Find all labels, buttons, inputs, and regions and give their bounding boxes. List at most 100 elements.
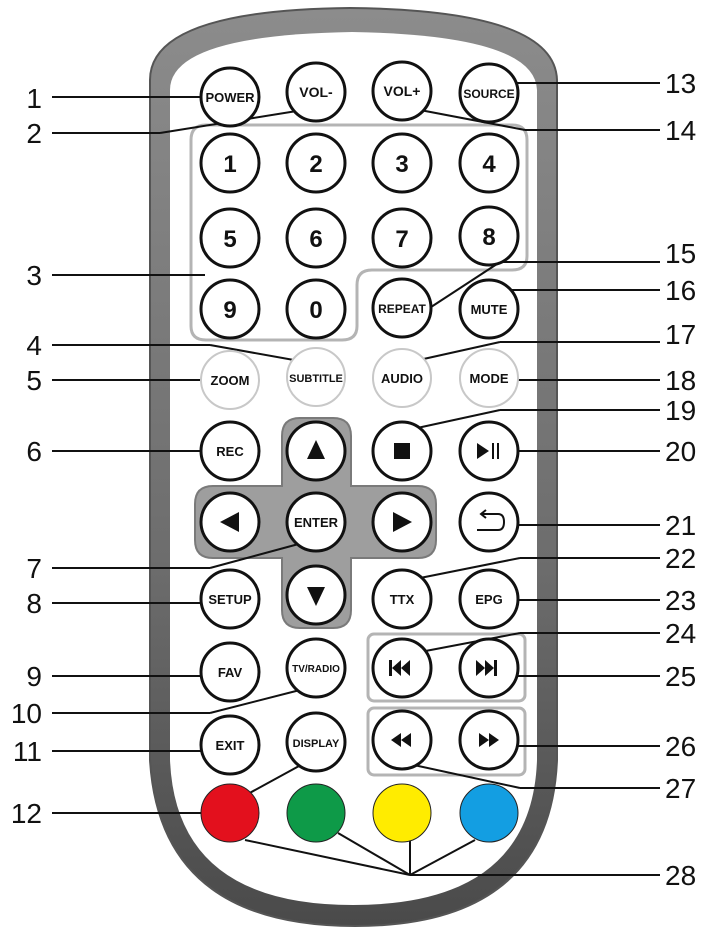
digit-2-label: 2 (309, 151, 322, 178)
previous-track-button[interactable] (371, 637, 433, 699)
stop-button[interactable] (371, 420, 433, 482)
digit-6-label: 6 (309, 226, 322, 253)
repeat-button[interactable]: REPEAT (371, 277, 433, 339)
digit-1-button[interactable]: 1 (199, 132, 261, 194)
callout-23: 23 (665, 585, 696, 616)
digit-9-button[interactable]: 9 (199, 278, 261, 340)
callout-15: 15 (665, 238, 696, 269)
callout-6: 6 (26, 436, 42, 467)
digit-8-label: 8 (482, 224, 495, 251)
down-arrow-button[interactable] (285, 564, 347, 626)
callout-22: 22 (665, 543, 696, 574)
blue-key-button[interactable] (459, 783, 519, 843)
callout-26: 26 (665, 731, 696, 762)
enter-button[interactable]: ENTER (285, 491, 347, 553)
digit-7-button[interactable]: 7 (371, 207, 433, 269)
digit-0-button[interactable]: 0 (285, 278, 347, 340)
callout-27: 27 (665, 773, 696, 804)
ttx-label: TTX (390, 592, 415, 607)
next-track-button[interactable] (458, 637, 520, 699)
callout-21: 21 (665, 510, 696, 541)
digit-5-label: 5 (223, 226, 236, 253)
mode-label: MODE (470, 371, 509, 386)
tv-radio-button[interactable]: TV/RADIO (285, 637, 347, 699)
rec-button[interactable]: REC (199, 420, 261, 482)
rewind-icon (391, 733, 411, 747)
digit-3-button[interactable]: 3 (371, 132, 433, 194)
return-button[interactable] (458, 491, 520, 553)
color-keys (200, 783, 519, 843)
vol-down-button[interactable]: VOL- (285, 61, 347, 123)
callout-17: 17 (665, 319, 696, 350)
digit-6-button[interactable]: 6 (285, 207, 347, 269)
group-outlines (189, 123, 529, 777)
callout-14: 14 (665, 115, 696, 146)
callout-8: 8 (26, 588, 42, 619)
source-button[interactable]: SOURCE (458, 62, 520, 124)
red-key-button[interactable] (200, 783, 260, 843)
callout-7: 7 (26, 553, 42, 584)
display-button[interactable]: DISPLAY (285, 711, 347, 773)
zoom-label: ZOOM (211, 373, 250, 388)
zoom-button[interactable]: ZOOM (200, 350, 260, 410)
yellow-key-button[interactable] (372, 783, 432, 843)
callout-19: 19 (665, 395, 696, 426)
fast-forward-button[interactable] (458, 709, 520, 771)
audio-button[interactable]: AUDIO (372, 348, 432, 408)
tv-radio-label: TV/RADIO (292, 664, 340, 675)
subtitle-button[interactable]: SUBTITLE (286, 347, 346, 407)
arrow-down-icon (307, 587, 325, 606)
green-key-button[interactable] (286, 783, 346, 843)
callout-13: 13 (665, 68, 696, 99)
skip-previous-icon (389, 660, 410, 676)
subtitle-label: SUBTITLE (289, 373, 343, 385)
stop-icon (394, 443, 410, 459)
arrow-right-icon (393, 512, 412, 532)
vol-up-label: VOL+ (384, 83, 421, 99)
power-label: POWER (205, 90, 255, 105)
digit-4-button[interactable]: 4 (458, 132, 520, 194)
digit-1-label: 1 (223, 151, 236, 178)
callout-3: 3 (26, 260, 42, 291)
rewind-button[interactable] (371, 709, 433, 771)
ttx-button[interactable]: TTX (371, 568, 433, 630)
mute-button[interactable]: MUTE (458, 278, 520, 340)
epg-button[interactable]: EPG (458, 568, 520, 630)
source-label: SOURCE (463, 87, 514, 101)
setup-button[interactable]: SETUP (199, 568, 261, 630)
fav-button[interactable]: FAV (199, 641, 261, 703)
skip-keys-outline (366, 632, 527, 703)
vol-down-label: VOL- (299, 84, 333, 100)
exit-button[interactable]: EXIT (199, 714, 261, 776)
arrow-up-icon (307, 440, 325, 459)
epg-label: EPG (475, 592, 502, 607)
enter-label: ENTER (294, 515, 339, 530)
callout-11: 11 (13, 736, 42, 767)
play-pause-button[interactable] (458, 420, 520, 482)
search-keys-outline (366, 706, 527, 777)
power-button[interactable]: POWER (199, 66, 261, 128)
digit-4-label: 4 (482, 151, 496, 178)
fast-forward-icon (479, 733, 499, 747)
right-arrow-button[interactable] (371, 491, 433, 553)
vol-up-button[interactable]: VOL+ (371, 60, 433, 122)
digit-9-label: 9 (223, 297, 236, 324)
skip-next-icon (476, 660, 497, 676)
fav-label: FAV (218, 665, 243, 680)
up-arrow-button[interactable] (285, 420, 347, 482)
number-pad-outline (189, 123, 529, 342)
digit-0-label: 0 (309, 297, 322, 324)
left-arrow-button[interactable] (199, 491, 261, 553)
digit-2-button[interactable]: 2 (285, 132, 347, 194)
callout-25: 25 (665, 661, 696, 692)
display-label: DISPLAY (293, 738, 340, 750)
digit-8-button[interactable]: 8 (458, 205, 520, 267)
repeat-label: REPEAT (378, 302, 426, 316)
digit-5-button[interactable]: 5 (199, 207, 261, 269)
callout-1: 1 (26, 83, 42, 114)
callout-4: 4 (26, 330, 42, 361)
mode-button[interactable]: MODE (459, 348, 519, 408)
mute-label: MUTE (471, 302, 508, 317)
play-pause-icon (477, 443, 499, 459)
